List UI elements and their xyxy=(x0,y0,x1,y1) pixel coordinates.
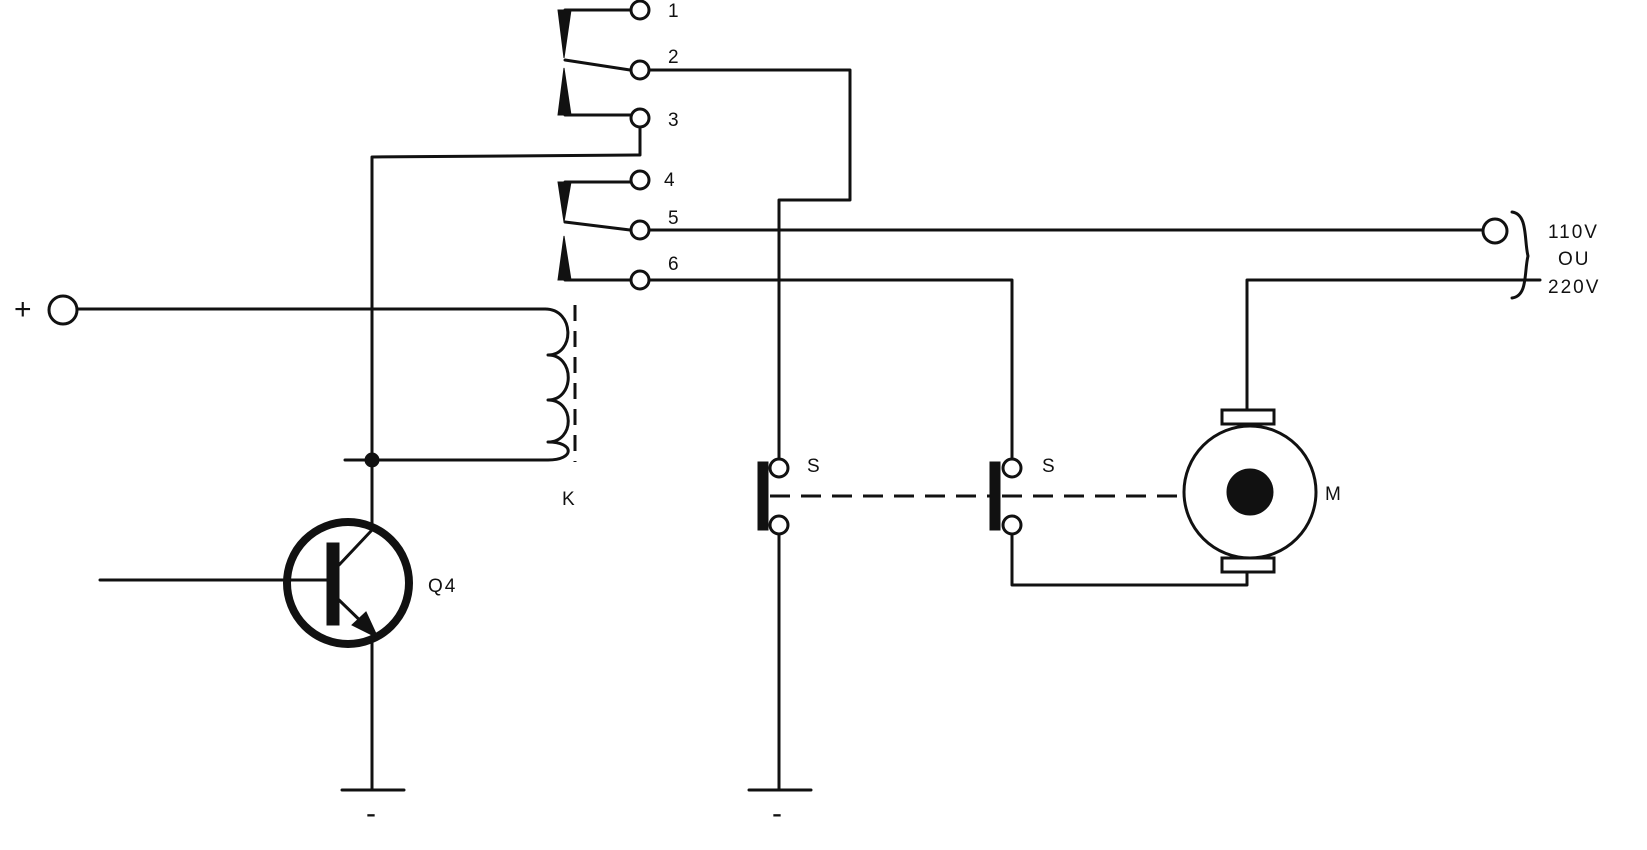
coil-winding xyxy=(370,307,570,462)
terminal-3 xyxy=(629,107,651,129)
mains-voltage-line-3: 220V xyxy=(1548,277,1600,298)
ground-left-mark: - xyxy=(366,797,376,830)
mains-voltage-line-2: OU xyxy=(1558,249,1591,270)
transistor-q4 xyxy=(98,458,413,792)
terminal-1 xyxy=(629,0,651,21)
switch-1-label: S xyxy=(807,456,822,477)
wire-mains-to-motor xyxy=(1245,278,1542,412)
mains-terminal xyxy=(1481,217,1509,245)
terminal-2 xyxy=(629,59,651,81)
terminal-3-label: 3 xyxy=(668,110,681,131)
contact-5-lead xyxy=(563,220,632,232)
lower-arrow-up-icon xyxy=(557,235,572,281)
q4-collector-inner xyxy=(337,528,374,567)
terminal-5-label: 5 xyxy=(668,208,681,229)
ground-symbol-left: - xyxy=(340,788,406,830)
switch-1-terminal-top xyxy=(768,457,790,479)
terminal-2-label: 2 xyxy=(668,47,681,68)
terminal-6-label: 6 xyxy=(668,254,681,275)
contact-2-lead xyxy=(563,58,632,72)
motor xyxy=(1182,408,1318,574)
switch-1-lever xyxy=(757,461,769,531)
wire-contact6-to-switch2 xyxy=(647,278,1014,462)
lower-arrow-down-icon xyxy=(557,181,572,223)
motor-bottom-brush xyxy=(1220,556,1276,574)
motor-rotor xyxy=(1226,468,1274,516)
terminal-4 xyxy=(629,169,651,191)
relay-coil xyxy=(343,305,577,468)
terminal-5 xyxy=(629,219,651,241)
terminal-6 xyxy=(629,269,651,291)
switch-2-label: S xyxy=(1042,456,1057,477)
plus-terminal xyxy=(47,294,79,326)
terminal-1-label: 1 xyxy=(668,1,681,22)
ground-right-mark: - xyxy=(772,797,782,830)
q4-base-bar xyxy=(326,542,340,626)
switch-2-lever xyxy=(989,461,1001,531)
ground-symbol-right: - xyxy=(747,788,813,830)
wire-motor-to-switch2 xyxy=(1010,528,1249,587)
switch-2 xyxy=(989,457,1023,536)
q4-body xyxy=(283,518,413,648)
switch-2-terminal-top xyxy=(1001,457,1023,479)
relay-contact-group-lower xyxy=(557,180,632,282)
transistor-label: Q4 xyxy=(428,576,457,597)
upper-arrow-up-icon xyxy=(557,67,572,116)
plus-label: + xyxy=(14,293,32,326)
mains-voltage-line-1: 110V xyxy=(1548,222,1599,243)
mains-brace xyxy=(1510,210,1530,300)
motor-label: M xyxy=(1325,484,1343,505)
relay-contact-group-upper xyxy=(557,8,632,117)
motor-top-brush xyxy=(1220,408,1276,426)
terminal-4-label: 4 xyxy=(664,170,677,191)
wire-contact2-to-switch1 xyxy=(647,68,852,462)
switch-1-terminal-bottom xyxy=(768,514,790,536)
switch-1 xyxy=(757,457,790,536)
upper-arrow-down-icon xyxy=(557,9,572,59)
wire-contact3-to-q4 xyxy=(370,125,642,462)
switch-2-terminal-bottom xyxy=(1001,514,1023,536)
relay-coil-label: K xyxy=(562,489,577,510)
